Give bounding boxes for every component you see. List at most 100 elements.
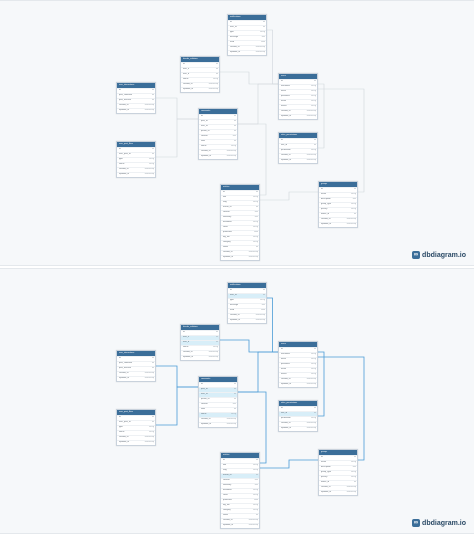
- relation-notifications-users[interactable]: [267, 297, 278, 353]
- table-header[interactable]: user_post_likes: [117, 142, 155, 147]
- table-header[interactable]: comments: [199, 109, 237, 114]
- table-header[interactable]: notifications: [228, 283, 266, 288]
- table-header[interactable]: user_interactions: [117, 83, 155, 88]
- table-header[interactable]: users: [279, 74, 317, 79]
- table-header[interactable]: users: [279, 342, 317, 347]
- relation-likes-comments[interactable]: [156, 365, 198, 388]
- relation-posts-comments[interactable]: [156, 118, 198, 158]
- table-header[interactable]: roles_permissions: [279, 133, 317, 138]
- table-header[interactable]: groups: [319, 450, 357, 455]
- table-header[interactable]: articles: [221, 453, 259, 458]
- relation-friends-users[interactable]: [220, 339, 278, 353]
- table-header[interactable]: friends_relations: [181, 325, 219, 330]
- table-header[interactable]: notifications: [228, 15, 266, 20]
- table-header[interactable]: groups: [319, 182, 357, 187]
- relation-articles-groups[interactable]: [260, 191, 318, 201]
- relation-roles-users[interactable]: [318, 351, 325, 417]
